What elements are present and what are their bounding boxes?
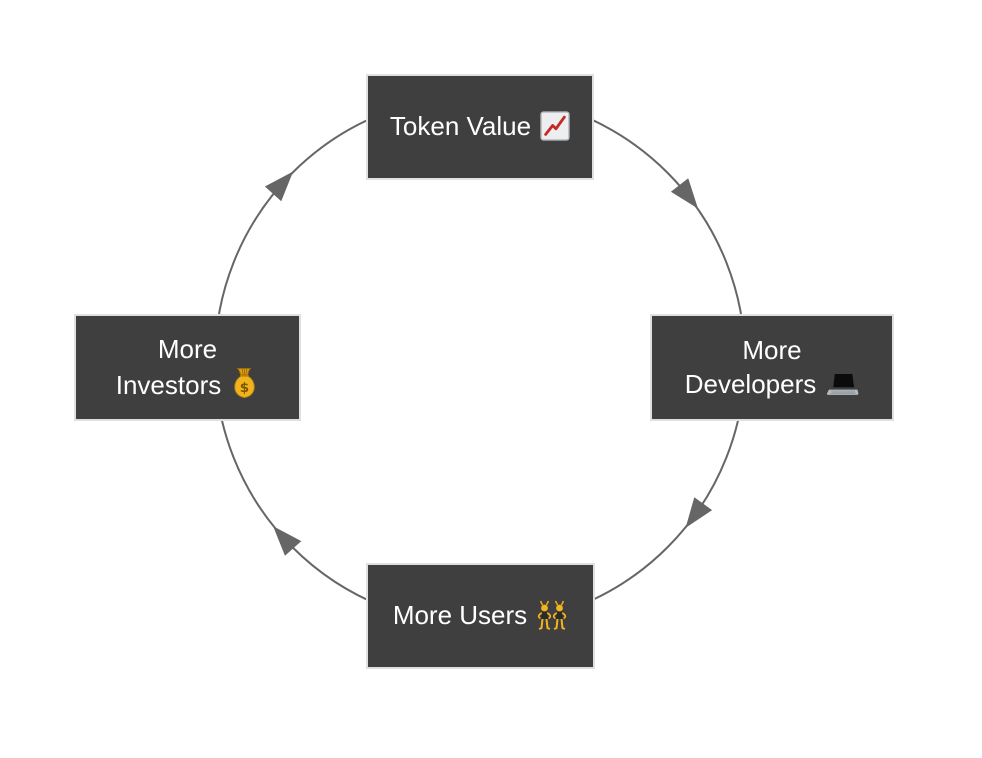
arrowhead-top-left (264, 171, 294, 202)
node-more-investors: More Investors $ (76, 316, 299, 419)
arrowhead-bottom-right (685, 497, 713, 528)
node-label: More Investors (115, 333, 222, 400)
node-more-developers: More Developers (652, 316, 892, 419)
node-label: More Users (392, 600, 528, 631)
chart-increasing-icon (540, 111, 570, 141)
node-more-users: More Users (368, 565, 593, 667)
arrowhead-top-right (670, 178, 699, 209)
dancers-icon (536, 600, 568, 631)
node-label: More Developers (684, 334, 817, 399)
svg-text:$: $ (240, 380, 249, 396)
arrowhead-bottom-left (273, 526, 302, 556)
money-bag-icon: $ (230, 367, 259, 400)
laptop-icon (825, 371, 859, 399)
node-label: Token Value (389, 111, 532, 142)
node-token-value: Token Value (368, 76, 592, 178)
